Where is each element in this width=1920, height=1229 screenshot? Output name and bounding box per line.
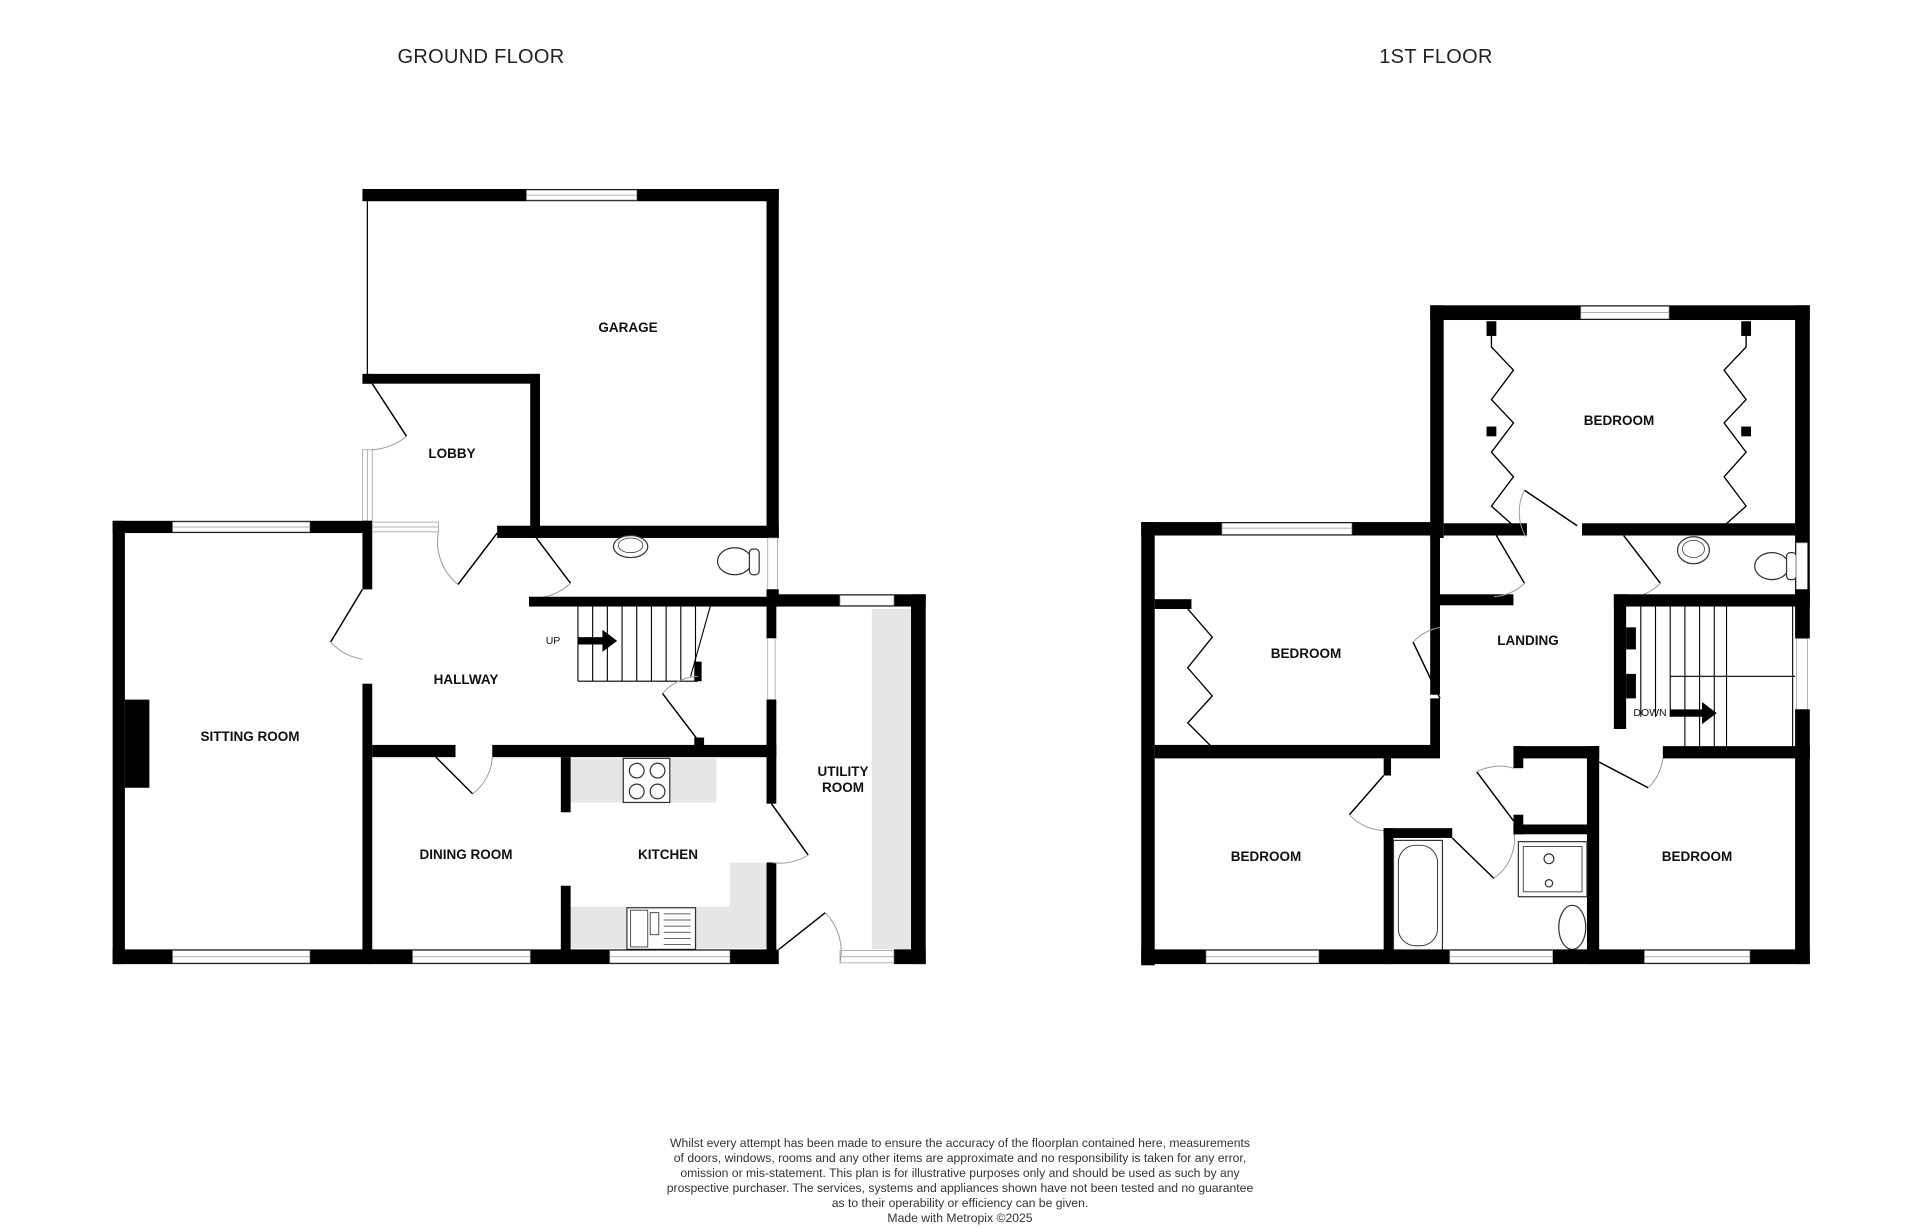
- room-label-landing: LANDING: [1497, 633, 1559, 648]
- room-label-garage: GARAGE: [598, 320, 658, 335]
- disclaimer-line: omission or mis-statement. This plan is …: [680, 1166, 1240, 1180]
- disclaimer: Whilst every attempt has been made to en…: [610, 1136, 1310, 1226]
- room-label-hallway: HALLWAY: [433, 672, 499, 687]
- room-label-dining-room: DINING ROOM: [419, 847, 513, 862]
- disclaimer-line: Whilst every attempt has been made to en…: [670, 1136, 1250, 1150]
- room-label-kitchen: KITCHEN: [638, 847, 698, 862]
- first-floor-title: 1ST FLOOR: [1379, 46, 1493, 68]
- ground-floor-plan: [112, 188, 926, 965]
- room-label-lobby: LOBBY: [428, 446, 476, 461]
- room-label-sitting-room: SITTING ROOM: [200, 729, 300, 744]
- room-label-bedroom-top: BEDROOM: [1583, 413, 1655, 428]
- stairs-down-label: DOWN: [1633, 707, 1667, 719]
- utility-room-line1: UTILITY: [817, 764, 869, 779]
- room-label-utility-room: UTILITY ROOM: [818, 764, 869, 796]
- room-label-bedroom-bottom-left: BEDROOM: [1230, 849, 1302, 864]
- disclaimer-line: prospective purchaser. The services, sys…: [666, 1181, 1254, 1195]
- credit-line: Made with Metropix ©2025: [887, 1211, 1033, 1225]
- room-label-bedroom-left: BEDROOM: [1270, 646, 1342, 661]
- utility-room-line2: ROOM: [822, 780, 864, 795]
- stairs-up-label: UP: [545, 635, 561, 647]
- first-floor-plan: [1141, 305, 1810, 966]
- ground-floor-title: GROUND FLOOR: [397, 46, 565, 68]
- room-label-bedroom-bottom-right: BEDROOM: [1661, 849, 1733, 864]
- disclaimer-line: as to their operability or efficiency ca…: [831, 1196, 1089, 1210]
- disclaimer-line: of doors, windows, rooms and any other i…: [673, 1151, 1247, 1165]
